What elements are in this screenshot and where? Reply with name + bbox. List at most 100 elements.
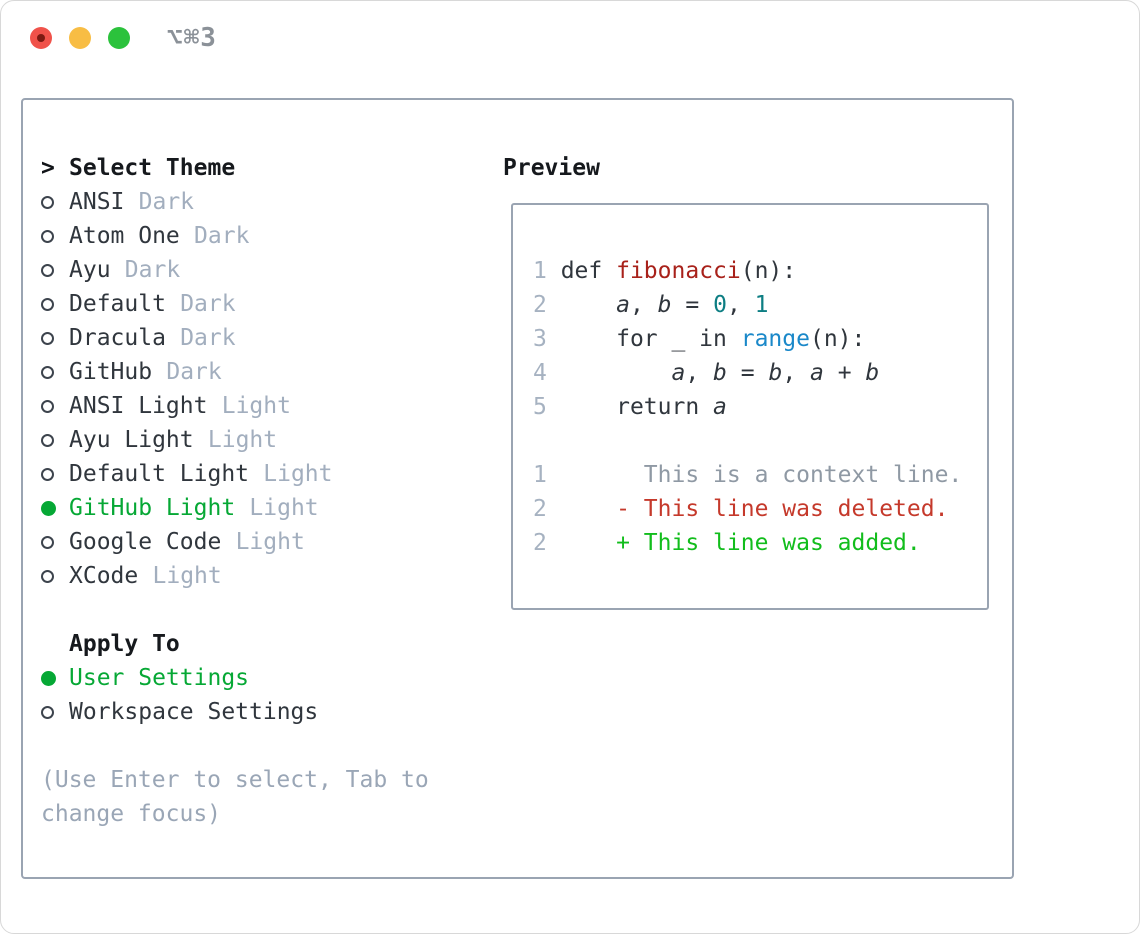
theme-option-ansi-dark[interactable]: ANSI Dark bbox=[41, 185, 485, 219]
code-seg bbox=[547, 292, 616, 318]
radio-icon bbox=[41, 263, 54, 277]
line-number: 2 bbox=[533, 530, 547, 556]
theme-option-xcode[interactable]: XCode Light bbox=[41, 559, 485, 593]
theme-variant: Light bbox=[235, 529, 305, 555]
preview-pane: Preview 1 def fibonacci(n): 2 a, b = 0, … bbox=[485, 151, 989, 877]
line-number: 2 bbox=[533, 292, 547, 318]
theme-variant: Dark bbox=[180, 325, 236, 351]
radio-icon bbox=[41, 569, 54, 583]
diff-line-context: 1 This is a context line. bbox=[533, 458, 987, 492]
picker-prompt: > bbox=[41, 155, 55, 181]
theme-variant: Dark bbox=[124, 257, 181, 283]
theme-variant: Dark bbox=[194, 223, 250, 249]
radio-selected-icon bbox=[41, 670, 56, 686]
code-seg: for _ in bbox=[546, 326, 741, 352]
theme-name: Ayu Light bbox=[69, 427, 194, 453]
preview-title: Preview bbox=[503, 155, 600, 181]
theme-option-atom-one-dark[interactable]: Atom One Dark bbox=[41, 219, 485, 253]
apply-option-label: User Settings bbox=[69, 665, 250, 691]
line-number: 5 bbox=[533, 394, 547, 420]
code-seg-variable: b bbox=[865, 360, 880, 386]
apply-option-label: Workspace Settings bbox=[69, 699, 319, 725]
apply-to-title: Apply To bbox=[41, 627, 485, 661]
theme-variant: Light bbox=[221, 393, 291, 419]
spacer bbox=[41, 593, 485, 627]
theme-name: XCode bbox=[69, 563, 139, 589]
preview-box: 1 def fibonacci(n): 2 a, b = 0, 1 3 for … bbox=[511, 203, 989, 610]
code-seg-variable: b bbox=[768, 360, 783, 386]
code-line: 1 def fibonacci(n): bbox=[533, 254, 987, 288]
code-seg-variable: a bbox=[810, 360, 824, 386]
theme-variant: Light bbox=[249, 495, 319, 521]
theme-option-dracula-dark[interactable]: Dracula Dark bbox=[41, 321, 485, 355]
code-seg: , bbox=[685, 360, 714, 386]
radio-icon bbox=[41, 399, 54, 413]
picker-header: > Select Theme bbox=[41, 151, 485, 185]
code-line: 2 a, b = 0, 1 bbox=[533, 288, 987, 322]
theme-option-github-light[interactable]: GitHub Light Light bbox=[41, 491, 485, 525]
line-number: 2 bbox=[533, 496, 547, 522]
close-button-icon[interactable] bbox=[30, 27, 52, 49]
code-seg: = bbox=[726, 360, 769, 386]
theme-option-google-code[interactable]: Google Code Light bbox=[41, 525, 485, 559]
radio-icon bbox=[41, 297, 54, 311]
radio-icon bbox=[41, 331, 54, 345]
theme-name: Atom One bbox=[69, 223, 180, 249]
code-line: 5 return a bbox=[533, 390, 987, 424]
diff-context-text: This is a context line. bbox=[546, 462, 963, 488]
radio-icon bbox=[41, 365, 54, 379]
code-seg: return bbox=[546, 394, 714, 420]
theme-picker: > Select Theme ANSI Dark Atom One Dark A… bbox=[41, 151, 485, 877]
diff-line-added: 2 + This line was added. bbox=[533, 526, 987, 560]
line-number: 1 bbox=[533, 258, 547, 284]
line-number: 3 bbox=[533, 326, 547, 352]
radio-icon bbox=[41, 195, 54, 209]
code-seg-variable: a bbox=[616, 292, 630, 318]
code-seg-number: 1 bbox=[754, 292, 769, 318]
theme-variant: Light bbox=[207, 427, 278, 453]
theme-name: GitHub bbox=[69, 359, 153, 385]
theme-name: Google Code bbox=[69, 529, 222, 555]
theme-option-default-light[interactable]: Default Light Light bbox=[41, 457, 485, 491]
code-seg: , bbox=[726, 292, 755, 318]
apply-to-title-label: Apply To bbox=[69, 631, 180, 657]
theme-name: Dracula bbox=[69, 325, 166, 351]
blank-line bbox=[533, 424, 987, 458]
radio-selected-icon bbox=[41, 500, 56, 516]
code-seg: , bbox=[629, 292, 658, 318]
code-seg: = bbox=[671, 292, 714, 318]
settings-panel: > Select Theme ANSI Dark Atom One Dark A… bbox=[21, 98, 1014, 879]
code-seg: + bbox=[823, 360, 866, 386]
theme-option-default-dark[interactable]: Default Dark bbox=[41, 287, 485, 321]
code-seg: , bbox=[782, 360, 811, 386]
code-seg-variable: a bbox=[671, 360, 686, 386]
code-seg-variable: b bbox=[713, 360, 727, 386]
radio-icon bbox=[41, 433, 54, 447]
apply-option-user-settings[interactable]: User Settings bbox=[41, 661, 485, 695]
theme-name: Default Light bbox=[69, 461, 250, 487]
diff-added-text: + This line was added. bbox=[546, 530, 921, 556]
code-seg: def bbox=[546, 258, 617, 284]
theme-variant: Dark bbox=[180, 291, 236, 317]
code-seg: (n): bbox=[740, 258, 797, 284]
radio-icon bbox=[41, 535, 54, 549]
titlebar: ⌥⌘3 bbox=[1, 1, 1139, 73]
code-seg: (n): bbox=[809, 326, 866, 352]
radio-icon bbox=[41, 705, 54, 719]
theme-variant: Light bbox=[152, 563, 222, 589]
apply-option-workspace-settings[interactable]: Workspace Settings bbox=[41, 695, 485, 729]
theme-name: ANSI Light bbox=[69, 393, 208, 419]
theme-option-ayu-light[interactable]: Ayu Light Light bbox=[41, 423, 485, 457]
code-line: 3 for _ in range(n): bbox=[533, 322, 987, 356]
minimize-button-icon[interactable] bbox=[69, 27, 91, 49]
theme-name: Default bbox=[69, 291, 166, 317]
window-hotkey-label: ⌥⌘3 bbox=[167, 23, 217, 53]
theme-option-ayu-dark[interactable]: Ayu Dark bbox=[41, 253, 485, 287]
theme-option-ansi-light[interactable]: ANSI Light Light bbox=[41, 389, 485, 423]
code-seg-variable: b bbox=[657, 292, 672, 318]
line-number: 4 bbox=[533, 360, 547, 386]
theme-option-github-dark[interactable]: GitHub Dark bbox=[41, 355, 485, 389]
code-seg bbox=[547, 360, 672, 386]
zoom-button-icon[interactable] bbox=[108, 27, 130, 49]
